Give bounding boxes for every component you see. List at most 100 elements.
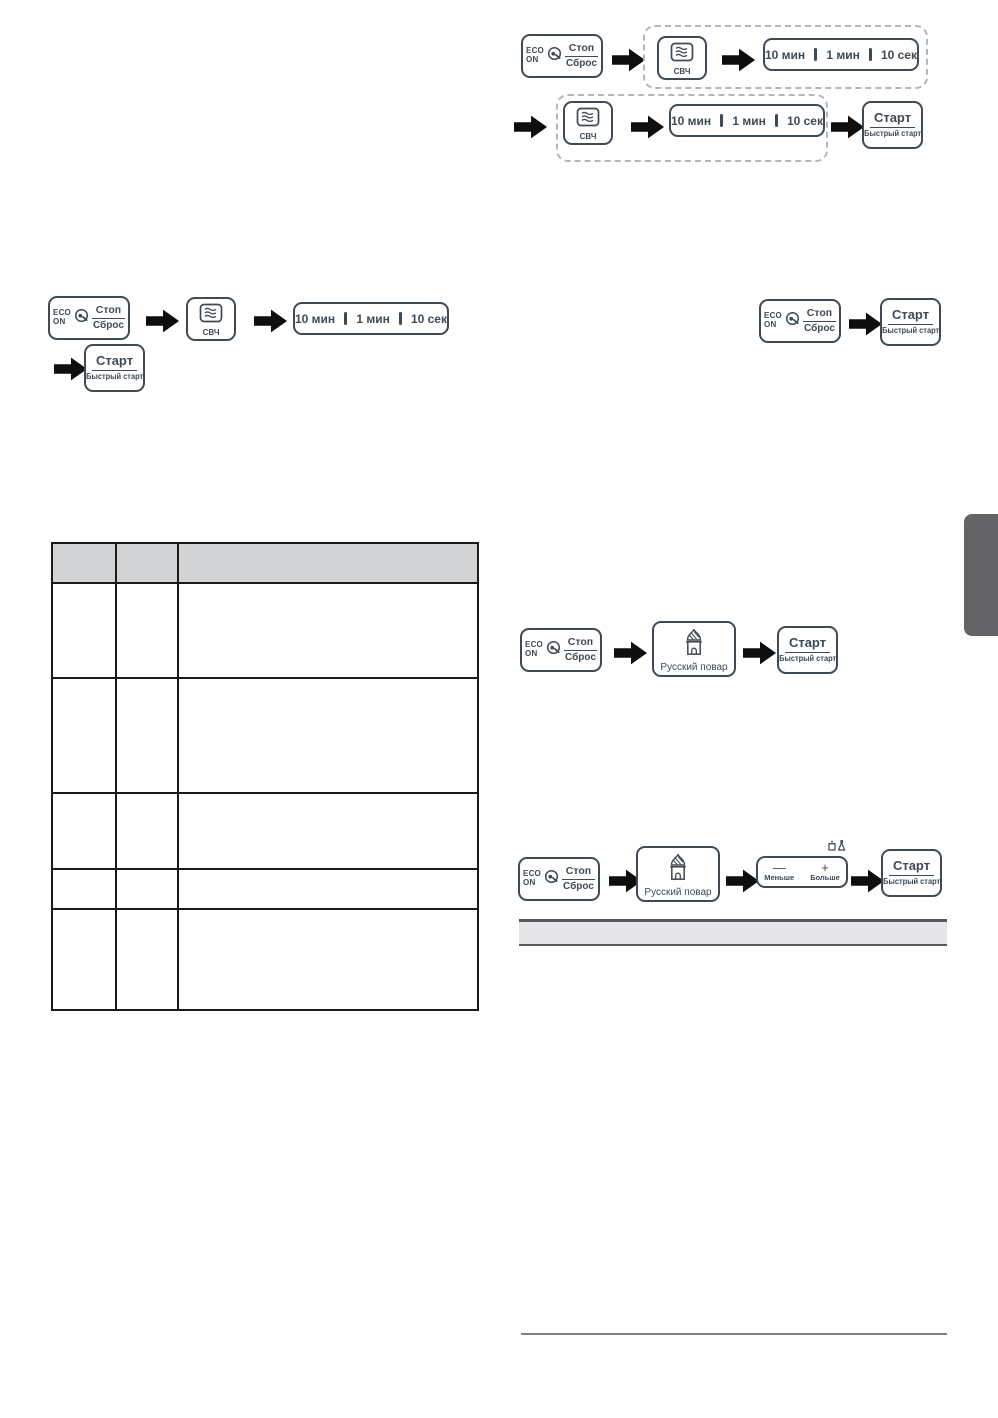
start-button: Старт Быстрый старт xyxy=(84,344,145,392)
eco-label: ECO xyxy=(53,308,71,318)
microwave-label: СВЧ xyxy=(579,132,597,141)
table-row xyxy=(51,792,479,870)
microwave-button: СВЧ xyxy=(657,36,707,80)
eco-power-icon xyxy=(74,308,89,328)
arrow-right-icon xyxy=(254,308,288,334)
russian-chef-button: Русский повар xyxy=(652,621,736,677)
reset-label: Сброс xyxy=(566,57,597,69)
stop-label: Стоп xyxy=(567,636,594,649)
arrow-right-icon xyxy=(514,114,548,140)
divider xyxy=(91,369,138,371)
eco-label: ECO xyxy=(526,46,544,56)
eco-label: ECO xyxy=(523,869,541,879)
start-label: Старт xyxy=(788,635,827,651)
stop-label: Стоп xyxy=(95,304,122,317)
key-separator xyxy=(774,114,778,127)
on-label: ON xyxy=(523,878,536,887)
dashed-group-box xyxy=(643,25,928,89)
quick-start-label: Быстрый старт xyxy=(863,128,922,138)
start-button: Старт Быстрый старт xyxy=(777,626,838,674)
quick-start-label: Быстрый старт xyxy=(881,325,940,335)
key-1min-label: 1 мин xyxy=(356,311,390,326)
reset-label: Сброс xyxy=(804,322,835,334)
table-cell xyxy=(51,792,117,870)
reset-label: Сброс xyxy=(93,319,124,331)
key-separator xyxy=(344,312,348,325)
russian-chef-button: Русский повар xyxy=(636,846,720,902)
less-label: Меньше xyxy=(764,872,795,882)
start-button: Старт Быстрый старт xyxy=(880,298,941,346)
table-header-cell xyxy=(177,542,479,584)
table-cell xyxy=(115,792,179,870)
table-cell xyxy=(177,582,479,679)
table-cell xyxy=(115,908,179,1011)
table-cell xyxy=(115,868,179,910)
quick-start-label: Быстрый старт xyxy=(778,653,837,663)
arrow-right-icon xyxy=(614,640,648,666)
footer-rule xyxy=(521,1333,947,1335)
eco-power-icon xyxy=(546,640,561,660)
table-cell xyxy=(51,908,117,1011)
reset-label: Сброс xyxy=(563,880,594,892)
key-10min-label: 10 мин xyxy=(765,47,806,62)
on-label: ON xyxy=(526,55,539,64)
russian-chef-label: Русский повар xyxy=(644,887,712,898)
russian-chef-label: Русский повар xyxy=(660,662,728,673)
arrow-right-icon xyxy=(851,868,885,894)
russian-chef-house-icon xyxy=(681,628,707,661)
quick-start-label: Быстрый старт xyxy=(882,876,941,886)
table-row xyxy=(51,582,479,679)
key-10sec-label: 10 сек xyxy=(410,311,447,326)
key-separator xyxy=(868,48,872,61)
table-cell xyxy=(115,582,179,679)
divider xyxy=(563,649,597,651)
reset-label: Сброс xyxy=(565,651,596,663)
key-10sec-label: 10 сек xyxy=(880,47,917,62)
microwave-label: СВЧ xyxy=(673,67,691,76)
divider xyxy=(91,317,125,319)
table-row xyxy=(51,908,479,1011)
start-label: Старт xyxy=(873,110,912,126)
start-label: Старт xyxy=(891,307,930,323)
table-row xyxy=(51,677,479,794)
section-highlight-bar xyxy=(519,919,947,946)
more-label: Больше xyxy=(810,872,840,882)
key-separator xyxy=(814,48,818,61)
portion-size-icons xyxy=(828,838,846,856)
russian-chef-house-icon xyxy=(665,853,691,886)
key-separator xyxy=(720,114,724,127)
stop-label: Стоп xyxy=(565,865,592,878)
microwave-label: СВЧ xyxy=(202,328,220,337)
table-cell xyxy=(177,677,479,794)
dashed-group-box xyxy=(556,94,828,162)
stop-label: Стоп xyxy=(806,307,833,320)
divider xyxy=(888,874,935,876)
arrow-right-icon xyxy=(146,308,180,334)
key-10min-label: 10 мин xyxy=(671,113,712,128)
table-cell xyxy=(177,908,479,1011)
arrow-right-icon xyxy=(612,47,646,73)
key-10sec-label: 10 сек xyxy=(786,113,823,128)
arrow-right-icon xyxy=(831,114,865,140)
eco-label: ECO xyxy=(525,640,543,650)
start-label: Старт xyxy=(95,353,134,369)
divider xyxy=(564,55,598,57)
eco-power-icon xyxy=(544,869,559,889)
on-label: ON xyxy=(764,320,777,329)
divider xyxy=(887,323,934,325)
key-separator xyxy=(398,312,402,325)
arrow-right-icon xyxy=(722,47,756,73)
plus-icon: + xyxy=(821,859,829,875)
on-label: ON xyxy=(525,649,538,658)
on-label: ON xyxy=(53,317,66,326)
arrow-right-icon xyxy=(631,114,665,140)
table-cell xyxy=(177,868,479,910)
start-button: Старт Быстрый старт xyxy=(862,101,923,149)
